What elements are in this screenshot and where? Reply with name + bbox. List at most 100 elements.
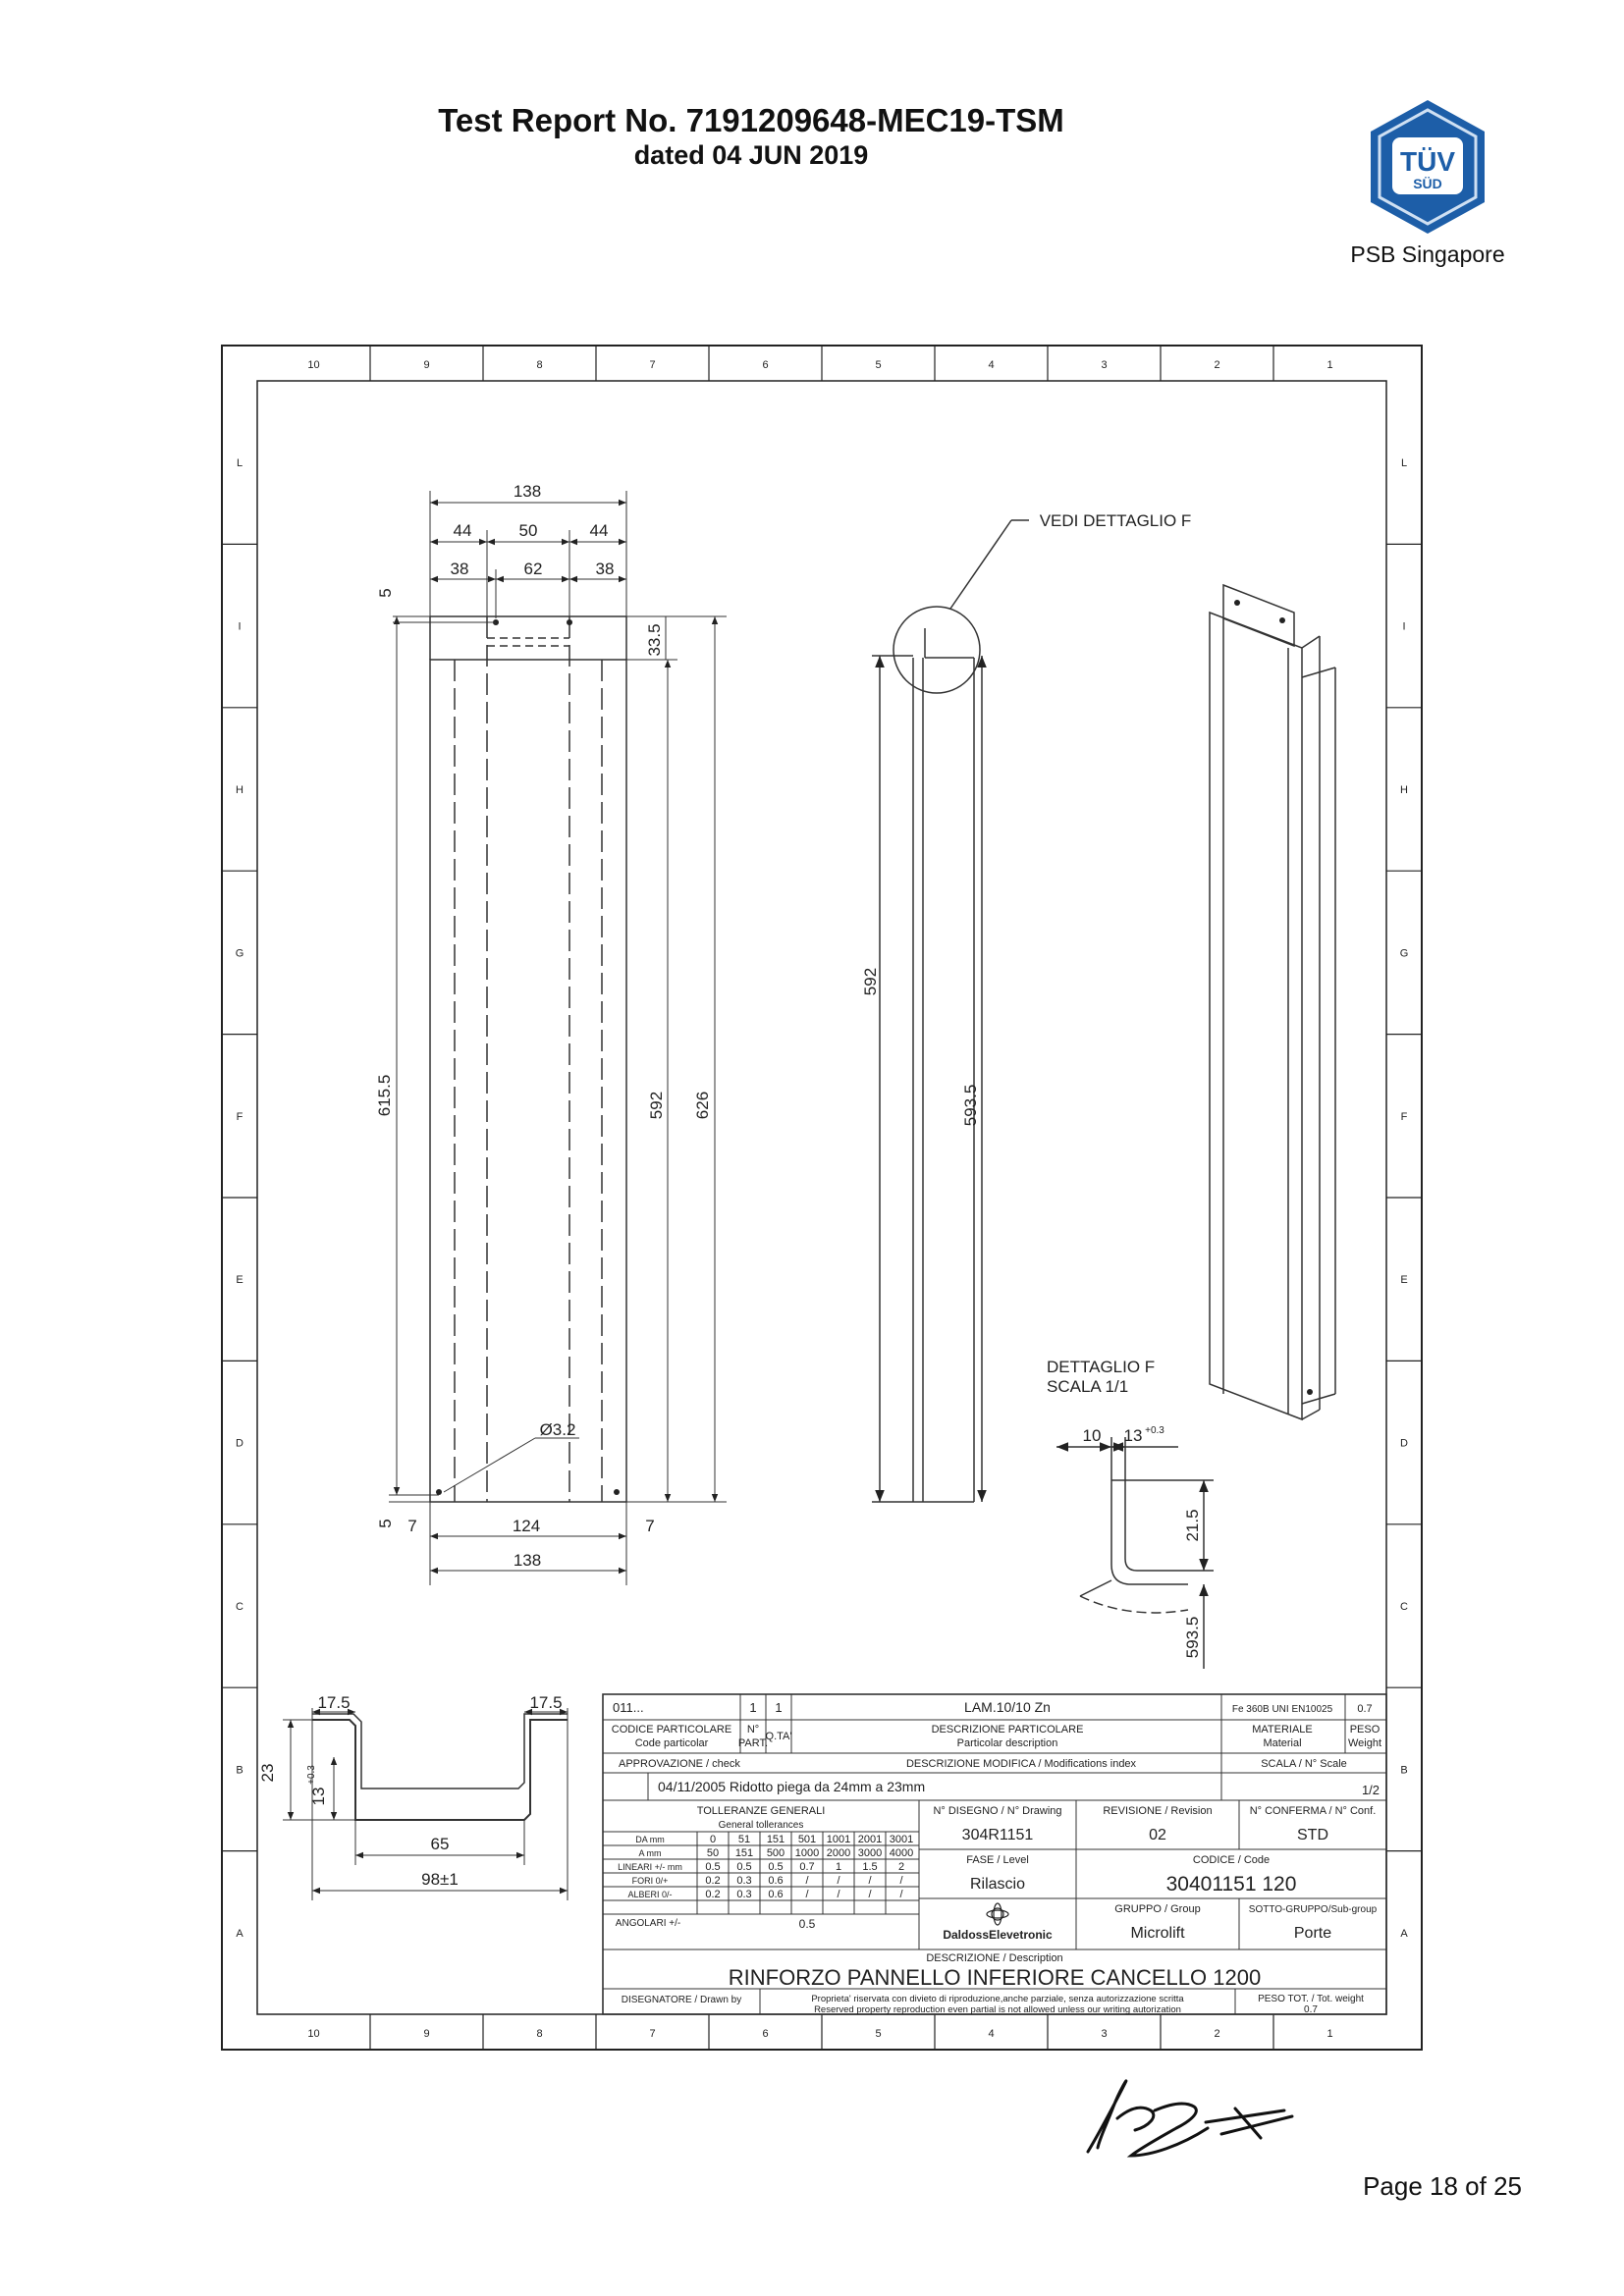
tb-property-en: Reserved property reproduction even part… — [814, 2004, 1181, 2015]
tol-cell: 0.3 — [736, 1875, 751, 1887]
frame-row-label: B — [1400, 1764, 1407, 1776]
tb-weight-value: 0.7 — [1357, 1703, 1372, 1715]
frame-row-label: G — [236, 947, 244, 959]
tol-cell: 4000 — [890, 1847, 913, 1859]
tb-lbl-subgroup: SOTTO-GRUPPO/Sub-group — [1249, 1904, 1378, 1915]
frame-col-label: 1 — [1326, 2028, 1332, 2040]
frame-col-label: 3 — [1101, 2028, 1107, 2040]
tb-lbl-scale: SCALA / N° Scale — [1261, 1758, 1347, 1770]
side-view — [872, 519, 1029, 1503]
tb-lbl-revision: REVISIONE / Revision — [1103, 1805, 1212, 1817]
frame-col-label: 6 — [762, 359, 768, 371]
tol-cell: / — [868, 1875, 872, 1887]
tol-row-label: FORI 0/+ — [632, 1876, 669, 1886]
dim-5-bottom: 5 — [376, 1519, 395, 1527]
callout-detail-f: VEDI DETTAGLIO F — [1040, 511, 1192, 530]
tb-lbl-tol: TOLLERANZE GENERALI — [697, 1805, 826, 1817]
frame-col-label: 3 — [1101, 359, 1107, 371]
title-block-text: 011... 1 1 LAM.10/10 Zn Fe 360B UNI EN10… — [612, 1699, 1381, 2015]
dimension-labels: 138 44 50 44 38 62 38 5 33.5 615.5 592 6… — [375, 482, 712, 1570]
tb-lbl-desc: DESCRIZIONE PARTICOLARE — [932, 1724, 1084, 1735]
tol-cell: 1 — [836, 1861, 841, 1873]
frame-row-label: E — [236, 1274, 243, 1286]
tol-cell: / — [805, 1875, 809, 1887]
isometric-view — [1209, 583, 1336, 1421]
frame-col-label: 10 — [307, 359, 319, 371]
tb-lbl-angular: ANGOLARI +/- — [616, 1918, 680, 1929]
frame-col-label: 8 — [536, 2028, 542, 2040]
tol-cell: 3001 — [890, 1834, 913, 1845]
tb-part-desc: LAM.10/10 Zn — [964, 1699, 1051, 1715]
tol-row-label: A mm — [638, 1848, 661, 1858]
tol-cell: 151 — [767, 1834, 785, 1845]
dim-592-left: 592 — [647, 1092, 666, 1119]
frame-row-label: H — [1400, 784, 1408, 796]
frame-row-label: D — [1400, 1438, 1408, 1450]
tol-cell: 0.2 — [705, 1875, 720, 1887]
section-dim-98: 98±1 — [421, 1870, 459, 1889]
frame-zone-ticks — [222, 346, 1422, 2050]
detail-dim-10: 10 — [1083, 1426, 1102, 1445]
dim-592-mid: 592 — [861, 968, 880, 995]
tol-cell: 1001 — [827, 1834, 850, 1845]
tol-cell: 2001 — [858, 1834, 882, 1845]
tb-lbl-npart: N° — [747, 1724, 759, 1735]
tb-npart: 1 — [749, 1700, 756, 1715]
section-dim-labels: 17.5 17.5 23 13 +0.3 65 98±1 — [258, 1693, 563, 1889]
frame-col-label: 6 — [762, 2028, 768, 2040]
tol-cell: 500 — [767, 1847, 785, 1859]
frame-col-label: 5 — [875, 2028, 881, 2040]
dim-124: 124 — [513, 1517, 540, 1535]
frame-row-label: D — [236, 1438, 244, 1450]
frame-col-label: 4 — [988, 359, 994, 371]
tol-cell: / — [805, 1889, 809, 1900]
tol-cell: 0.6 — [768, 1889, 783, 1900]
tol-cell: 0 — [710, 1834, 716, 1845]
dim-hole-3-2: Ø3.2 — [540, 1420, 576, 1439]
section-dim-lines — [283, 1708, 568, 1900]
frame-col-label: 4 — [988, 2028, 994, 2040]
frame-col-label: 9 — [423, 359, 429, 371]
dim-50: 50 — [519, 521, 538, 540]
tol-cell: 151 — [735, 1847, 753, 1859]
dim-138-top: 138 — [514, 482, 541, 501]
tol-cell: 0.7 — [799, 1861, 814, 1873]
frame-row-label: I — [238, 621, 241, 633]
tb-property-it: Proprieta' riservata con divieto di ripr… — [811, 1994, 1184, 2004]
frame-row-label: L — [1401, 457, 1407, 469]
tol-row-label: DA mm — [635, 1835, 665, 1844]
tol-cell: 1.5 — [862, 1861, 877, 1873]
section-dim-tol: +0.3 — [306, 1765, 317, 1785]
page-number: Page 18 of 25 — [1363, 2171, 1522, 2201]
frame-col-label: 2 — [1214, 2028, 1219, 2040]
tb-brand: DaldossElevetronic — [943, 1928, 1053, 1942]
tb-subgroup: Porte — [1294, 1925, 1331, 1942]
tb-lbl-material: MATERIALE — [1252, 1724, 1313, 1735]
frame-col-label: 2 — [1214, 359, 1219, 371]
tol-cell: 0.2 — [705, 1889, 720, 1900]
detail-f-view — [1056, 1437, 1214, 1669]
tb-tot-weight: 0.7 — [1304, 2004, 1318, 2015]
frame-row-label: C — [236, 1601, 244, 1613]
tol-cell: 0.5 — [768, 1861, 783, 1873]
tol-cell: 51 — [738, 1834, 750, 1845]
tb-lbl-codice: CODICE / Code — [1193, 1854, 1270, 1866]
front-view — [429, 615, 627, 1503]
dim-33-5: 33.5 — [645, 623, 664, 656]
tb-lbl-approval: APPROVAZIONE / check — [619, 1758, 740, 1770]
frame-row-label: G — [1400, 947, 1409, 959]
dim-593-5-mid: 593.5 — [961, 1085, 980, 1127]
tb-description: RINFORZO PANNELLO INFERIORE CANCELLO 120… — [729, 1965, 1261, 1990]
brand-logo-icon — [986, 1902, 1009, 1926]
dim-626: 626 — [693, 1092, 712, 1119]
tb-phase: Rilascio — [970, 1876, 1025, 1893]
tol-cell: / — [899, 1875, 903, 1887]
tb-confirm: STD — [1297, 1827, 1328, 1843]
detail-scale: SCALA 1/1 — [1047, 1377, 1128, 1396]
section-view — [312, 1713, 568, 1821]
frame-col-label: 7 — [649, 359, 655, 371]
frame-row-label: E — [1400, 1274, 1407, 1286]
frame-row-label: H — [236, 784, 244, 796]
dim-38-left: 38 — [451, 560, 469, 578]
